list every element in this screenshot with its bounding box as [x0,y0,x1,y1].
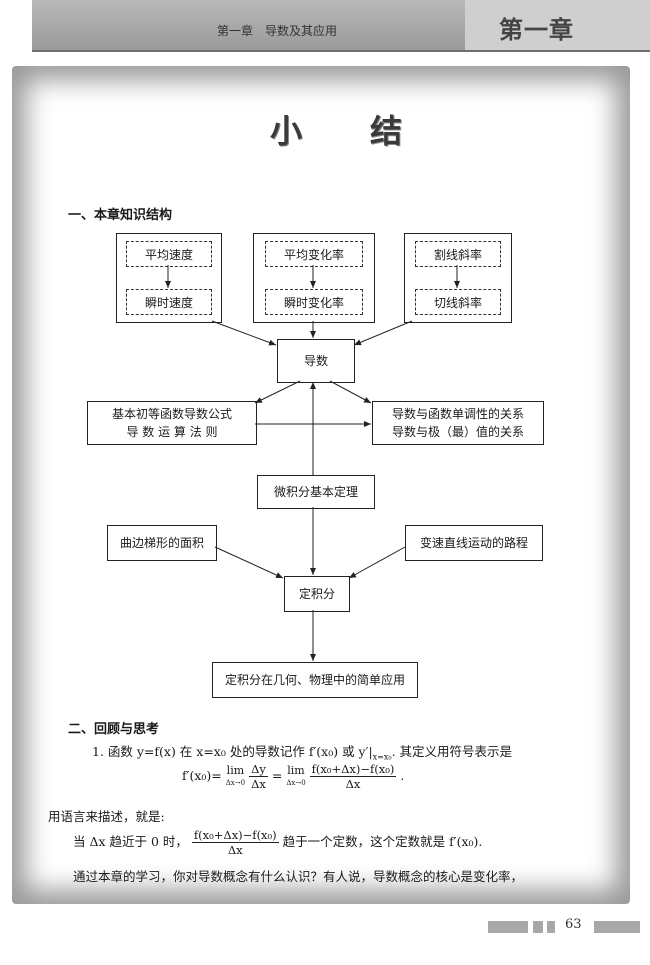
limit-subscript: Δx→0 [225,778,246,787]
footer-bar-2 [533,921,543,933]
denominator-dx: Δx [251,777,266,791]
node-ftc: 微积分基本定理 [257,475,375,509]
para3-numerator: f(x₀+Δx)−f(x₀) [191,828,279,843]
para3-prefix: 当 Δx 趋近于 0 时， [73,834,188,849]
node-secant-slope: 割线斜率 [415,241,501,267]
formulas-line2: 导 数 运 算 法 则 [126,425,218,439]
node-path: 变速直线运动的路程 [405,525,543,561]
formulas-line1: 基本初等函数导数公式 [111,407,232,421]
limit-text-2: lim [287,763,305,777]
para1-suffix: . 其定义用符号表示是 [391,744,513,759]
page-title: 小 结 [270,112,421,150]
chapter-line: 第一章 导数及其应用 [217,24,338,38]
formula-lhs: f′(x₀)= [182,768,222,783]
page-number: 63 [565,917,582,932]
node-monotonicity: 导数与函数单调性的关系 导数与极（最）值的关系 [372,401,544,445]
formula-limit: lim Δx→0 [225,763,246,789]
footer-bar-4 [594,921,640,933]
node-formulas: 基本初等函数导数公式 导 数 运 算 法 则 [87,401,257,445]
numerator-difference: f(x₀+Δx)−f(x₀) [309,762,397,777]
mono-line1: 导数与函数单调性的关系 [391,407,524,421]
formula-limit-2: lim Δx→0 [286,763,306,789]
footer-bar-1 [488,921,528,933]
node-avg-rate: 平均变化率 [265,241,363,267]
equals-sign: = [271,768,283,783]
para1-prefix: 1. 函数 y=f(x) 在 x=x₀ 处的导数记作 f′(x₀) 或 y′| [92,744,373,759]
fraction-difference-quotient: f(x₀+Δx)−f(x₀) Δx [309,762,397,791]
fraction-dy-dx: Δy Δx [249,762,268,791]
limit-text: lim [226,763,245,777]
paragraph-2: 用语言来描述，就是: [48,809,165,824]
paragraph-3: 当 Δx 趋近于 0 时， f(x₀+Δx)−f(x₀) Δx 趋于一个定数，这… [73,828,482,857]
limit-subscript-2: Δx→0 [286,778,306,787]
node-inst-rate: 瞬时变化率 [265,289,363,315]
node-application: 定积分在几何、物理中的简单应用 [212,662,418,698]
denominator-delta-x: Δx [345,777,361,791]
derivative-formula: f′(x₀)= lim Δx→0 Δy Δx = lim Δx→0 f(x₀+Δ… [182,762,404,791]
numerator-dy: Δy [249,762,268,777]
paragraph-4: 通过本章的学习，你对导数概念有什么认识？有人说，导数概念的核心是变化率， [73,869,524,884]
footer-bar-3 [547,921,555,933]
formula-period: . [400,768,405,783]
para3-fraction: f(x₀+Δx)−f(x₀) Δx [191,828,279,857]
para1-subscript: x=x₀ [372,752,392,762]
para3-suffix: 趋于一个定数，这个定数就是 f′(x₀). [282,834,483,849]
paragraph-1: 1. 函数 y=f(x) 在 x=x₀ 处的导数记作 f′(x₀) 或 y′|x… [92,741,512,762]
chapter-tag: 第一章 [499,16,574,44]
node-inst-speed: 瞬时速度 [126,289,212,315]
node-avg-speed: 平均速度 [126,241,212,267]
section-heading-review: 二、回顾与思考 [68,722,160,737]
node-tangent-slope: 切线斜率 [415,289,501,315]
node-derivative: 导数 [277,339,355,383]
node-integral: 定积分 [284,576,350,612]
mono-line2: 导数与极（最）值的关系 [391,425,524,439]
chapter-tab: 第一章 [465,0,650,50]
running-header: 第一章 导数及其应用 第一章 [32,0,650,52]
section-heading-structure: 一、本章知识结构 [68,208,173,223]
node-area: 曲边梯形的面积 [107,525,217,561]
para3-denominator: Δx [227,843,243,857]
